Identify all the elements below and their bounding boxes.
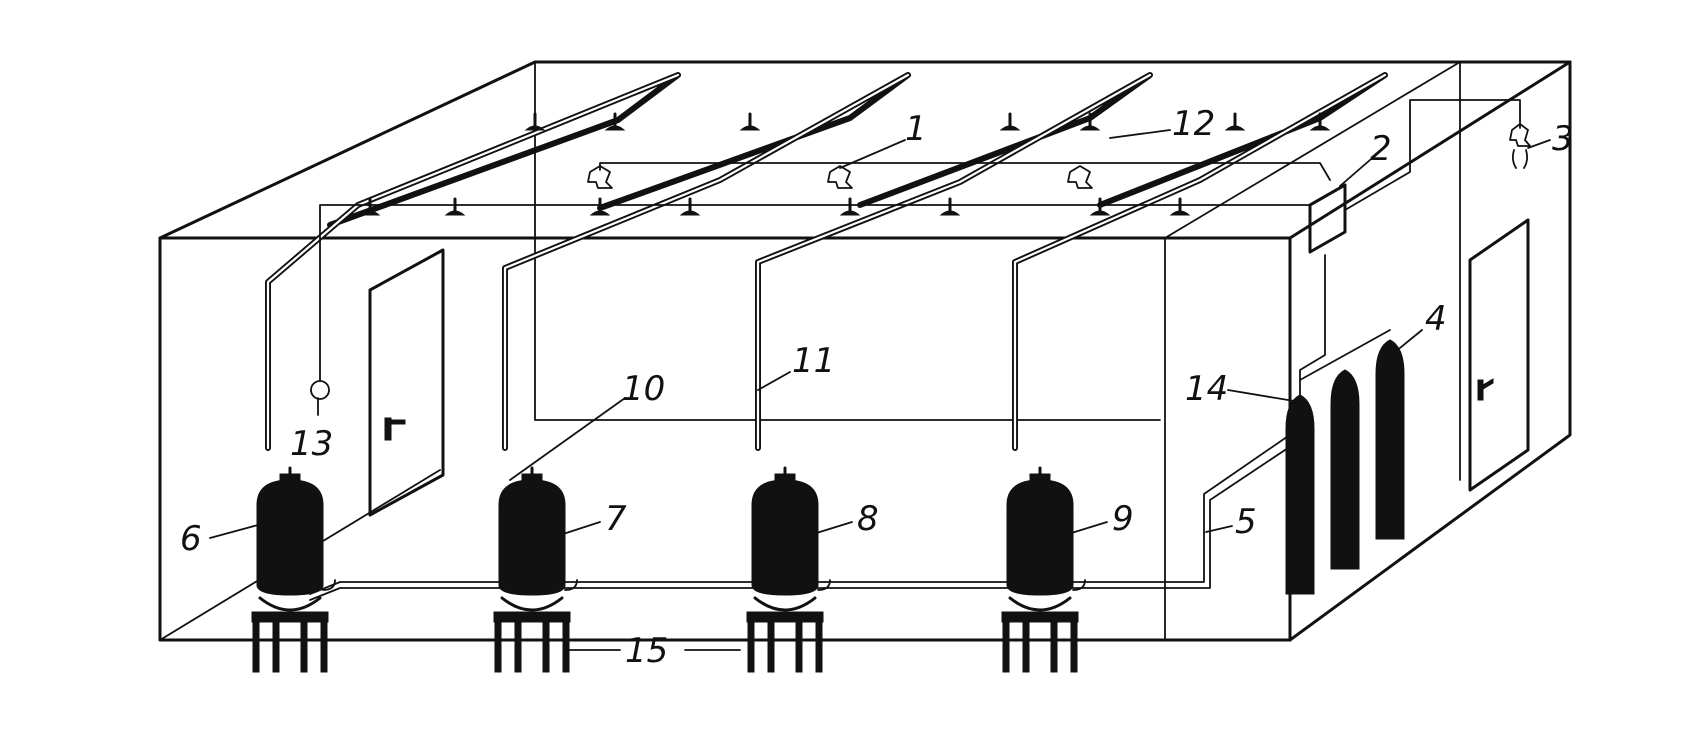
label-9: 9 bbox=[1112, 499, 1134, 539]
label-13: 13 bbox=[290, 424, 333, 464]
label-1: 1 bbox=[905, 109, 927, 149]
leader-6 bbox=[209, 524, 259, 539]
roof-right-edge bbox=[1288, 60, 1572, 240]
leader-7 bbox=[559, 521, 601, 536]
storage-tank-icon bbox=[493, 466, 578, 673]
supply-pipe-outer bbox=[309, 439, 1301, 601]
sprinkler-nozzles bbox=[359, 112, 1331, 216]
label-11: 11 bbox=[792, 341, 835, 381]
sprinkler-nozzle-icon bbox=[444, 197, 466, 216]
loop-pipe-2-inner bbox=[503, 73, 910, 450]
door-right bbox=[1468, 218, 1530, 492]
loop-pipe-4-inner bbox=[1013, 73, 1387, 450]
door-left bbox=[368, 248, 445, 517]
label-15: 15 bbox=[625, 631, 668, 671]
leader-11 bbox=[757, 371, 791, 391]
smoke-detector-icon bbox=[827, 165, 853, 189]
smoke-detector-icon bbox=[1509, 123, 1531, 147]
sprinkler-nozzle-icon bbox=[999, 112, 1021, 131]
sprinkler-nozzle-icon bbox=[939, 197, 961, 216]
leader-9 bbox=[1064, 521, 1108, 536]
label-10: 10 bbox=[622, 369, 665, 409]
leader-5 bbox=[1205, 525, 1233, 533]
sprinkler-nozzle-icon bbox=[1224, 112, 1246, 131]
leader-1 bbox=[839, 139, 906, 169]
leader-10 bbox=[509, 397, 626, 481]
cylinder-manifold-bar bbox=[1299, 329, 1391, 381]
label-12: 12 bbox=[1172, 104, 1215, 144]
tank-stand bbox=[251, 596, 329, 673]
label-6: 6 bbox=[180, 519, 202, 559]
sprinkler-nozzle-icon bbox=[1309, 112, 1331, 131]
sprinkler-nozzle-icon bbox=[604, 112, 626, 131]
control-box-top bbox=[1308, 183, 1347, 207]
sprinkler-nozzle-icon bbox=[524, 112, 546, 131]
loop-pipe-1-inner bbox=[266, 73, 680, 450]
tank-stand bbox=[493, 596, 571, 673]
callout-labels: 1 2 3 4 5 6 7 8 9 10 11 12 13 14 15 bbox=[180, 104, 1574, 671]
room-outline bbox=[158, 60, 1572, 642]
storage-tank-icon bbox=[251, 466, 336, 673]
label-3: 3 bbox=[1552, 119, 1574, 159]
label-8: 8 bbox=[857, 499, 879, 539]
gas-cylinder-bank bbox=[1285, 254, 1405, 595]
loop-pipe-3-inner bbox=[756, 73, 1152, 450]
leader-8 bbox=[809, 521, 853, 536]
gas-cylinder-icon bbox=[1330, 369, 1360, 570]
detector-line bbox=[587, 162, 1331, 189]
sprinkler-nozzle-icon bbox=[1079, 112, 1101, 131]
sprinkler-nozzle-icon bbox=[739, 112, 761, 131]
label-4: 4 bbox=[1425, 299, 1447, 339]
header-pipe bbox=[310, 204, 1311, 400]
outside-detector-line bbox=[1344, 99, 1521, 211]
door-handle-icon bbox=[1477, 378, 1494, 401]
storage-tank-icon bbox=[1001, 466, 1086, 673]
cylinder-manifold-drop bbox=[1299, 254, 1326, 396]
control-unit bbox=[1308, 99, 1531, 254]
sprinkler-nozzle-icon bbox=[679, 197, 701, 216]
partition-top bbox=[1164, 61, 1461, 239]
sprinkler-nozzle-icon bbox=[839, 197, 861, 216]
tank-stand bbox=[746, 596, 824, 673]
label-14: 14 bbox=[1185, 369, 1228, 409]
supply-pipe bbox=[309, 431, 1301, 601]
sprinkler-nozzle-icon bbox=[1169, 197, 1191, 216]
smoke-detector-icon bbox=[587, 165, 613, 189]
door-right-panel bbox=[1468, 218, 1530, 492]
front-header-line bbox=[319, 204, 1311, 369]
alarm-bell-icon bbox=[310, 380, 330, 400]
leader-12 bbox=[1109, 129, 1171, 139]
leader-4 bbox=[1394, 329, 1423, 353]
door-left-panel bbox=[368, 248, 445, 517]
label-5: 5 bbox=[1235, 502, 1257, 542]
leader-lines bbox=[209, 129, 1551, 651]
detector-wiring-icon bbox=[1511, 149, 1529, 169]
storage-tank-icon bbox=[746, 466, 831, 673]
smoke-detector-icon bbox=[1067, 165, 1093, 189]
gas-cylinder-icon bbox=[1375, 339, 1405, 540]
label-7: 7 bbox=[605, 499, 627, 539]
tank-stand bbox=[1001, 596, 1079, 673]
leader-3 bbox=[1527, 139, 1551, 149]
label-2: 2 bbox=[1370, 129, 1392, 169]
loop-pipe-2 bbox=[502, 72, 911, 451]
leader-14 bbox=[1227, 389, 1301, 403]
door-handle-icon bbox=[384, 417, 406, 441]
supply-pipe-inner bbox=[309, 431, 1295, 595]
leader-2 bbox=[1339, 159, 1371, 187]
sprinkler-loops bbox=[265, 72, 1388, 451]
storage-tanks bbox=[251, 466, 1086, 673]
gas-cylinder-icon bbox=[1285, 394, 1315, 595]
